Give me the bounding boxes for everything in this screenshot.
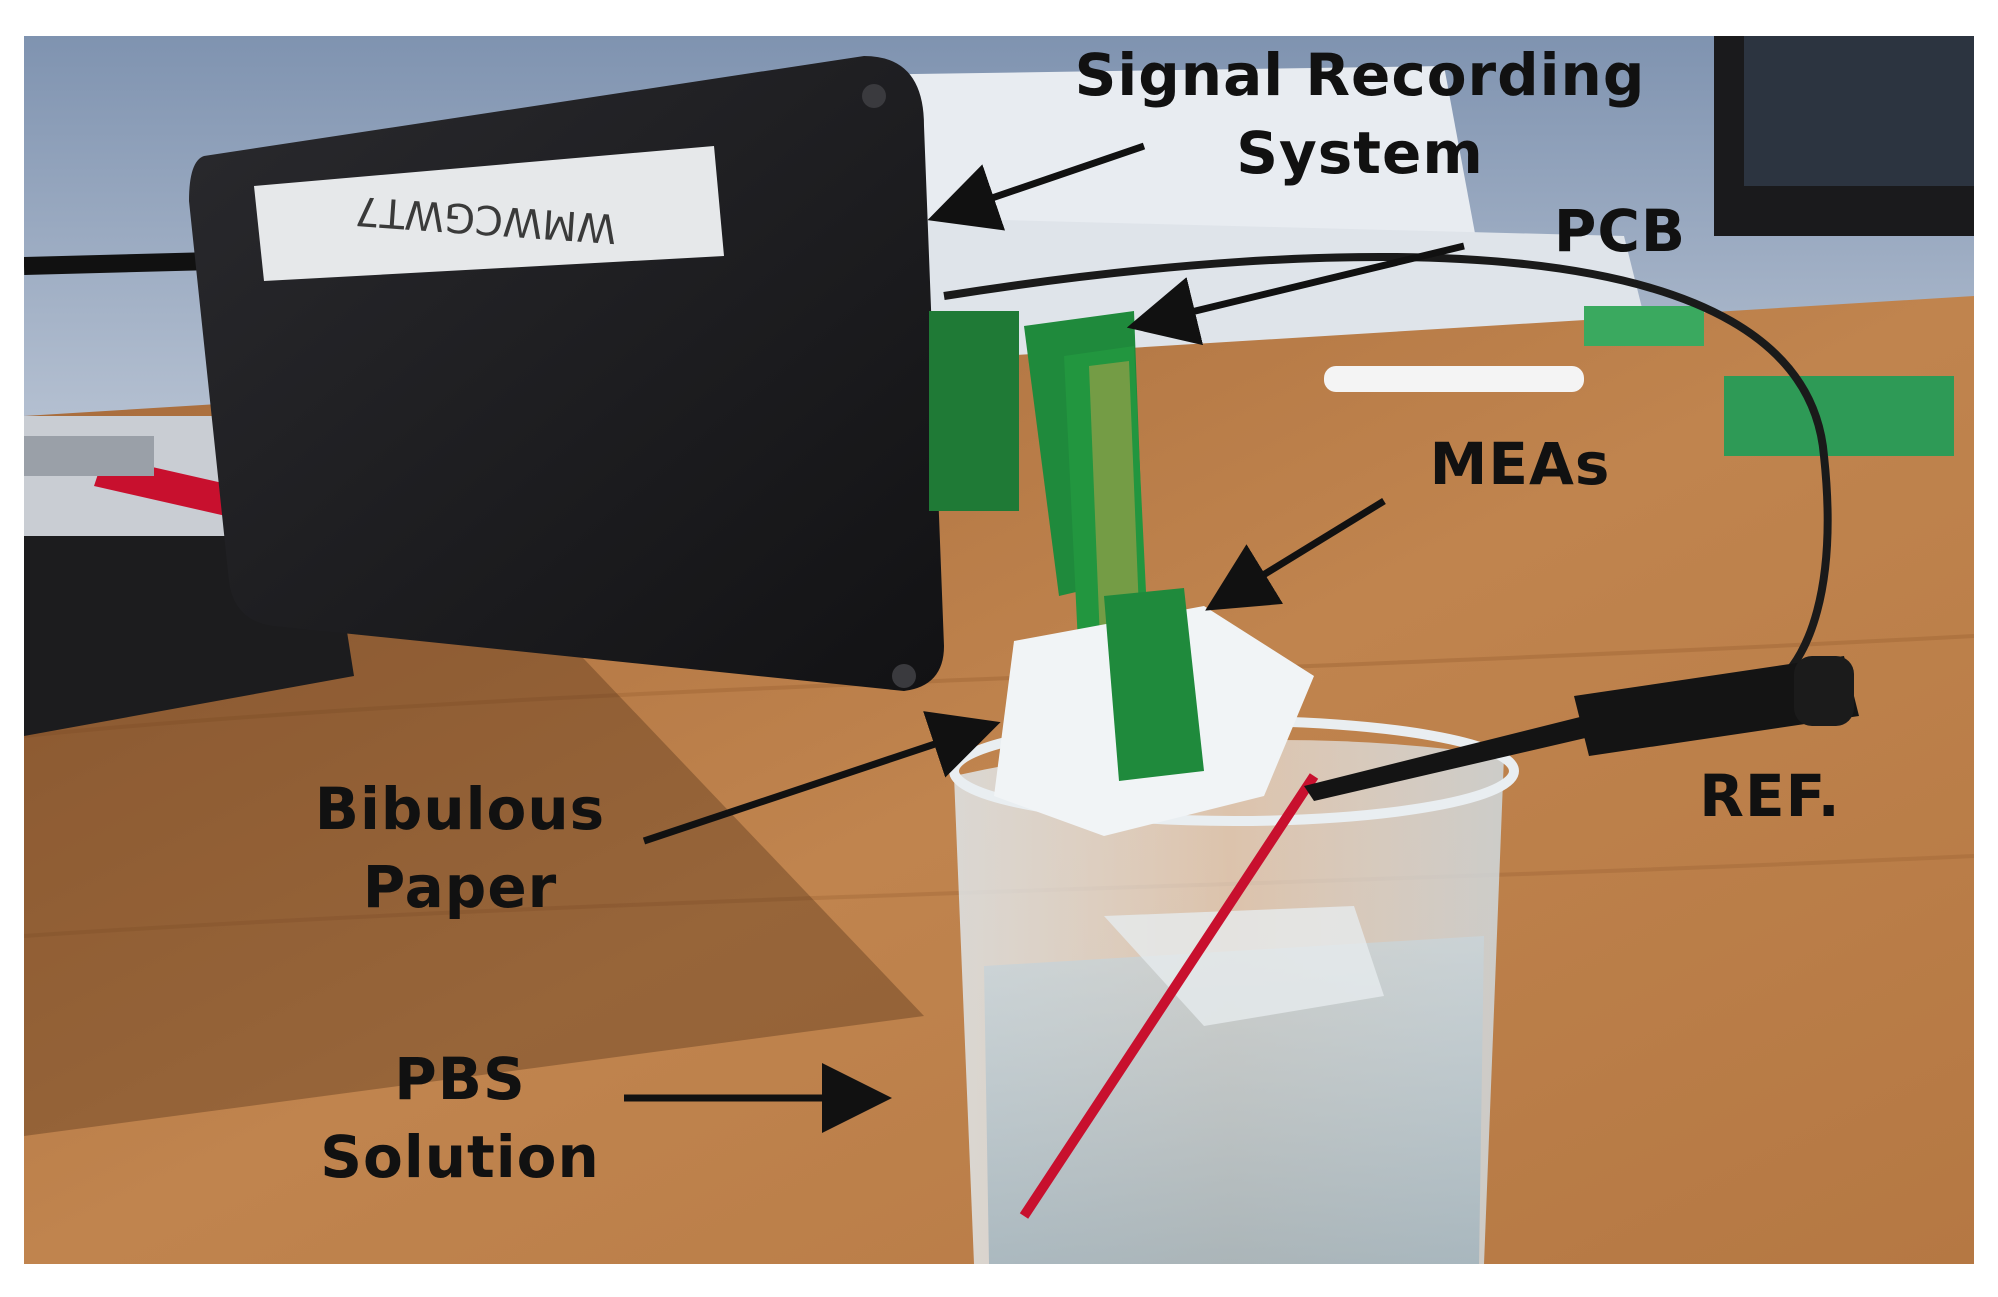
arrow-bibulous-paper: [642, 711, 1001, 845]
label-meas: MEAs: [1429, 430, 1611, 498]
label-signal-recording-line2: System: [1236, 119, 1484, 187]
ref-wire: [943, 253, 1832, 679]
label-pbs-solution: PBS Solution: [270, 1040, 650, 1196]
annotation-arrows: [624, 142, 1465, 1133]
device-sticker: [254, 146, 724, 281]
photo-frame: WMWCGWT7: [24, 36, 1974, 1264]
label-signal-recording-line1: Signal Recording: [1074, 41, 1646, 109]
experiment-photo: WMWCGWT7: [24, 36, 1974, 1264]
bibulous-paper-soaked: [1104, 906, 1384, 1026]
red-wire: [1019, 773, 1319, 1219]
label-pbs-line2: Solution: [320, 1123, 600, 1191]
pen: [1324, 366, 1584, 392]
monitor-screen: [1744, 36, 1974, 186]
label-bibulous-line2: Paper: [362, 853, 558, 921]
ref-clip: [1304, 656, 1859, 801]
arrow-signal-recording: [927, 142, 1146, 231]
mea-strip: [1104, 588, 1204, 781]
usb-cable: [24, 252, 215, 275]
label-signal-recording-system: Signal Recording System: [1000, 36, 1720, 192]
label-bibulous-line1: Bibulous: [314, 775, 606, 843]
label-bibulous-paper: Bibulous Paper: [270, 770, 650, 926]
desk-shadow: [24, 596, 924, 1136]
arrow-meas: [1205, 498, 1386, 611]
green-board-right: [1724, 376, 1954, 456]
label-pcb: PCB: [1553, 197, 1687, 265]
label-pbs-line1: PBS: [394, 1045, 526, 1113]
signal-recording-device: WMWCGWT7: [189, 56, 944, 691]
label-ref: REF.: [1699, 762, 1841, 830]
metal-clip: [24, 436, 154, 476]
arrow-pcb: [1126, 242, 1465, 346]
green-board-right-2: [1584, 306, 1704, 346]
